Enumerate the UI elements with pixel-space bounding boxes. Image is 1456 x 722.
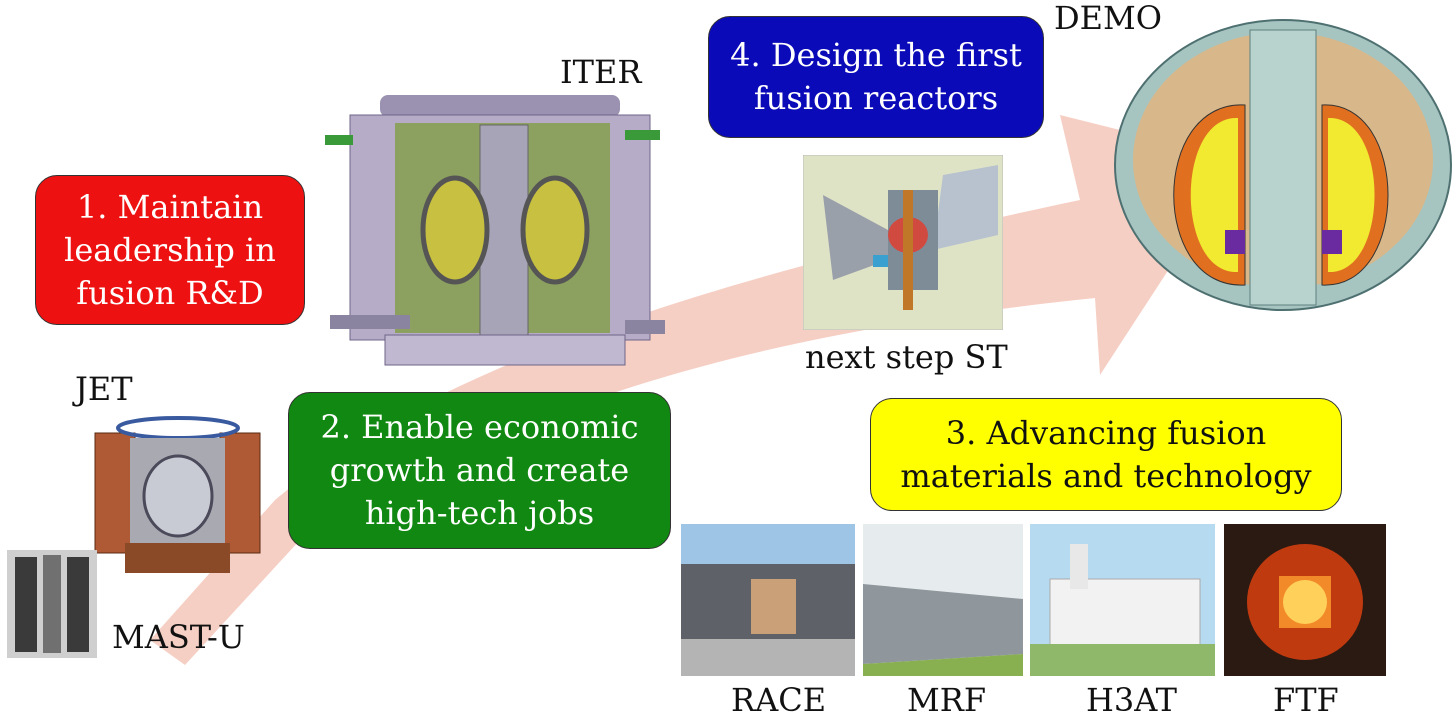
iter-label: ITER [560, 53, 642, 91]
goal-3-line-1: 3. Advancing fusion [945, 413, 1267, 452]
goal-2-box: 2. Enable economic growth and create hig… [288, 392, 671, 549]
demo-reactor-image [1114, 19, 1452, 311]
mrf-facility-image [863, 524, 1023, 676]
ftf-label: FTF [1273, 681, 1339, 719]
jet-label: JET [75, 370, 133, 408]
mast-u-tokamak-image [7, 550, 97, 658]
goal-2-line-2: growth and create [329, 451, 630, 489]
goal-3-box: 3. Advancing fusion materials and techno… [870, 398, 1342, 511]
goal-1-line-2: leadership in [64, 230, 276, 269]
demo-label: DEMO [1054, 0, 1163, 37]
next-step-st-label: next step ST [805, 338, 1008, 376]
mrf-label: MRF [907, 681, 987, 719]
goal-1-line-3: fusion R&D [76, 273, 264, 312]
goal-4-box: 4. Design the first fusion reactors [708, 16, 1044, 138]
race-facility-image [681, 524, 855, 676]
goal-4-line-1: 4. Design the first [730, 36, 1022, 74]
iter-tokamak-image [325, 95, 665, 366]
h3at-facility-image [1030, 524, 1215, 676]
h3at-label: H3AT [1086, 681, 1177, 719]
goal-1-line-1: 1. Maintain [76, 187, 264, 226]
race-label: RACE [731, 681, 827, 719]
goal-2-line-1: 2. Enable economic [320, 408, 639, 446]
jet-tokamak-image [94, 416, 261, 573]
goal-4-line-2: fusion reactors [753, 79, 999, 117]
mast-u-label: MAST-U [112, 618, 245, 656]
goal-3-line-2: materials and technology [900, 456, 1312, 495]
goal-1-box: 1. Maintain leadership in fusion R&D [35, 175, 305, 325]
ftf-facility-image [1224, 524, 1386, 676]
goal-2-line-3: high-tech jobs [364, 494, 595, 532]
next-step-st-image [803, 155, 1003, 330]
